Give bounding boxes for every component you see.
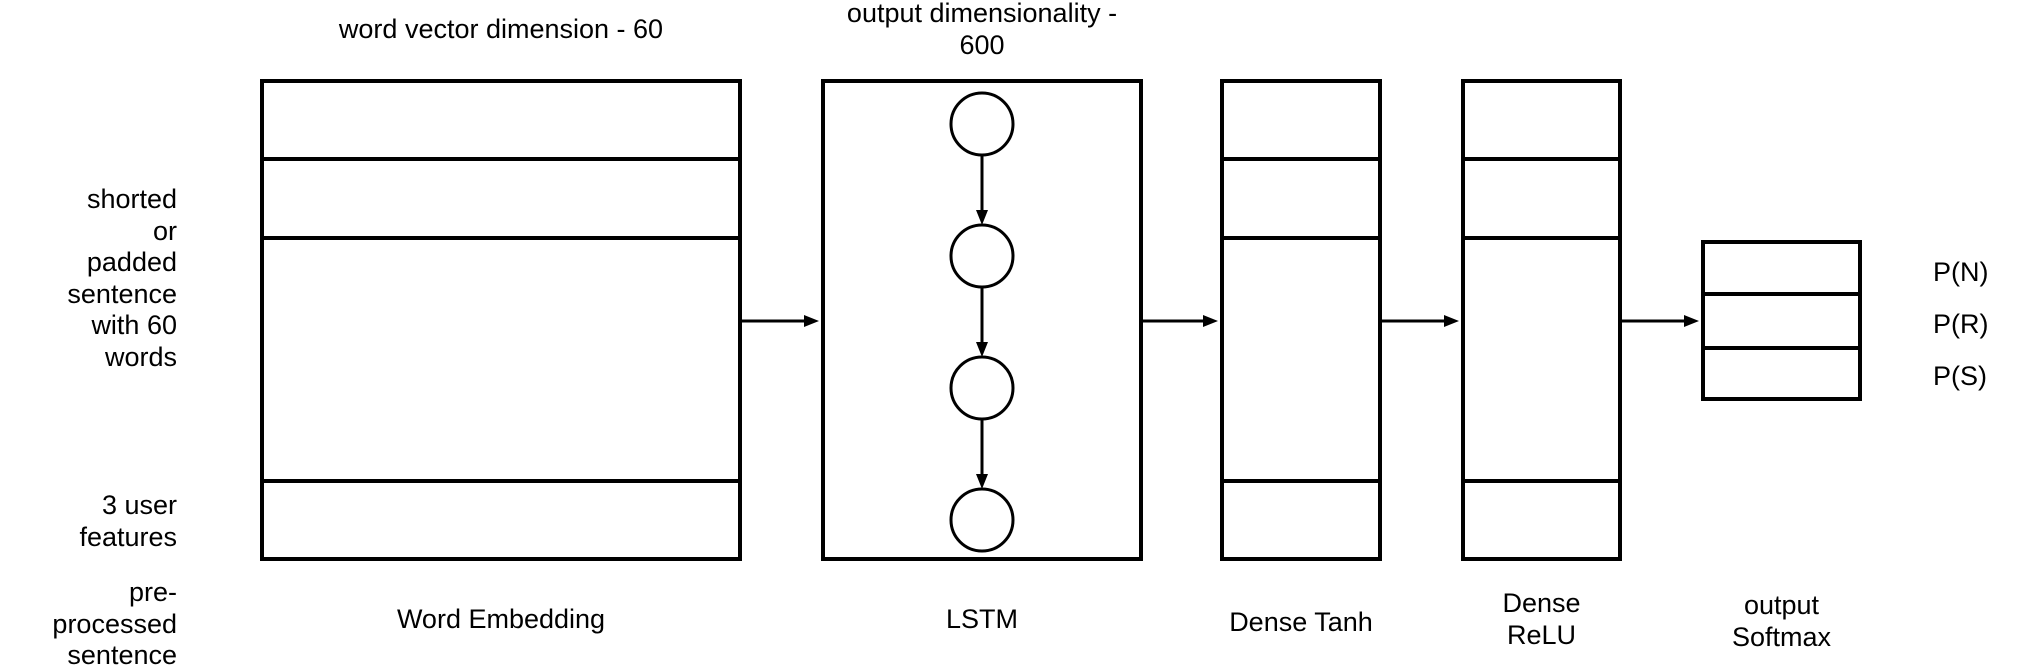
dense-relu-label: Dense ReLU <box>1502 588 1581 650</box>
box-divider <box>1220 157 1382 161</box>
word-embedding-label: Word Embedding <box>396 604 606 634</box>
prob-n-label: P(N) <box>1933 257 1989 287</box>
lstm-box <box>821 79 1143 561</box>
box-divider <box>1701 292 1862 296</box>
box-divider <box>1461 479 1622 483</box>
box-divider <box>260 479 742 483</box>
dense-relu-box <box>1461 79 1622 561</box>
user-features-label: 3 user features <box>79 490 177 552</box>
box-divider <box>1220 236 1382 240</box>
box-divider <box>1701 346 1862 350</box>
input-sentence-label: shorted or padded sentence with 60 words <box>67 184 177 372</box>
box-divider <box>260 236 742 240</box>
dense-tanh-box <box>1220 79 1382 561</box>
preprocessed-sentence-label: pre- processed sentence <box>52 577 177 668</box>
prob-s-label: P(S) <box>1933 361 1987 391</box>
output-dimensionality-label: output dimensionality - 600 <box>846 0 1118 60</box>
prob-r-label: P(R) <box>1933 309 1989 339</box>
box-divider <box>260 157 742 161</box>
word-vector-dimension-label: word vector dimension - 60 <box>338 14 664 44</box>
word-embedding-box <box>260 79 742 561</box>
box-divider <box>1461 157 1622 161</box>
box-divider <box>1461 236 1622 240</box>
box-divider <box>1220 479 1382 483</box>
softmax-box <box>1701 240 1862 401</box>
softmax-label: output Softmax <box>1731 590 1832 652</box>
lstm-label: LSTM <box>945 604 1018 634</box>
dense-tanh-label: Dense Tanh <box>1229 607 1373 637</box>
